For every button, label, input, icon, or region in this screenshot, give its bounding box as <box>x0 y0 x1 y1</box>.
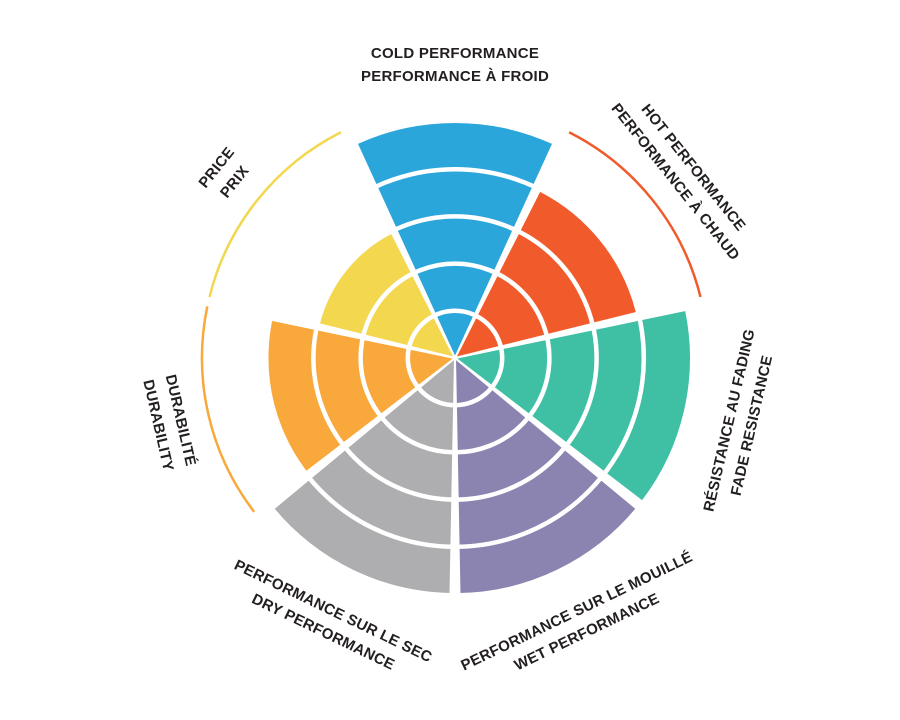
wedge-cold-performance <box>355 120 555 361</box>
wedge-fade-resistance <box>452 308 692 504</box>
category-label-line: PERFORMANCE À FROID <box>360 68 550 85</box>
scale-arc-hot-performance <box>568 131 702 298</box>
ring-divider-3 <box>311 214 599 502</box>
ring-divider-4 <box>263 166 647 550</box>
ring-divider-2 <box>358 261 552 455</box>
scale-arc-price <box>208 131 342 298</box>
wedge-wet-performance <box>453 355 639 596</box>
wedge-dry-performance <box>271 355 457 596</box>
category-label-cold-performance: COLD PERFORMANCE PERFORMANCE À FROID <box>361 42 549 89</box>
ring-divider-1 <box>405 308 505 408</box>
category-label-line: COLD PERFORMANCE <box>370 44 540 62</box>
scale-arc-durability <box>200 306 256 513</box>
